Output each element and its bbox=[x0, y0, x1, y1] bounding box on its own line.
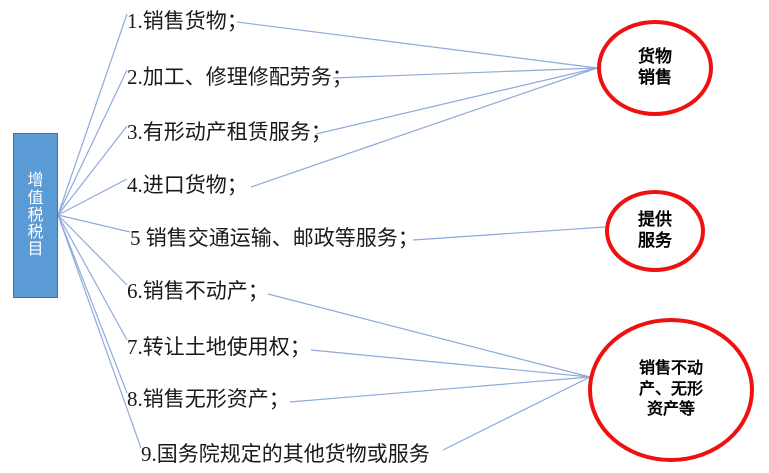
category-label-goods-sales: 货物 销售 bbox=[638, 47, 672, 87]
category-circle-goods-sales: 货物 销售 bbox=[597, 20, 713, 116]
category-label-real-estate-intangible: 销售不动 产、无形 资产等 bbox=[638, 359, 703, 419]
connector-item-5-service bbox=[412, 226, 606, 241]
source-box-vat-tax-items: 增 值 税 税 目 bbox=[13, 133, 58, 298]
category-circle-provide-service: 提供 服务 bbox=[605, 190, 705, 272]
category-circle-real-estate-intangible: 销售不动 产、无形 资产等 bbox=[588, 318, 754, 462]
list-item-6: 6.销售不动产； bbox=[127, 279, 269, 303]
connector-item-2-goods bbox=[332, 67, 598, 79]
connector-hub-item-6 bbox=[57, 214, 128, 286]
list-item-2: 2.加工、修理修配劳务； bbox=[127, 65, 353, 89]
list-item-3: 3.有形动产租赁服务； bbox=[127, 120, 332, 144]
list-item-8: 8.销售无形资产； bbox=[127, 387, 290, 411]
connector-hub-item-7 bbox=[57, 214, 128, 341]
connector-hub-item-8 bbox=[57, 214, 128, 394]
source-box-label: 增 值 税 税 目 bbox=[27, 172, 44, 259]
connector-hub-item-1 bbox=[57, 13, 128, 216]
connector-hub-item-9 bbox=[57, 214, 142, 449]
list-item-4: 4.进口货物； bbox=[127, 173, 248, 197]
connector-hub-item-5 bbox=[57, 214, 131, 233]
connector-item-6-estate bbox=[267, 293, 591, 378]
list-item-5: 5 销售交通运输、邮政等服务； bbox=[130, 226, 419, 250]
category-label-provide-service: 提供 服务 bbox=[638, 210, 672, 250]
connector-hub-item-4 bbox=[57, 178, 128, 216]
connector-hub-item-3 bbox=[57, 125, 128, 216]
connector-item-9-estate bbox=[442, 376, 591, 451]
connector-hub-item-2 bbox=[57, 69, 128, 216]
connector-item-8-estate bbox=[289, 376, 591, 403]
list-item-1: 1.销售货物； bbox=[127, 9, 248, 33]
connector-item-7-estate bbox=[310, 349, 591, 378]
list-item-9: 9.国务院规定的其他货物或服务 bbox=[141, 442, 430, 466]
list-item-7: 7.转让土地使用权； bbox=[127, 335, 311, 359]
connector-item-1-goods bbox=[236, 21, 598, 69]
connector-item-3-goods bbox=[315, 67, 598, 135]
